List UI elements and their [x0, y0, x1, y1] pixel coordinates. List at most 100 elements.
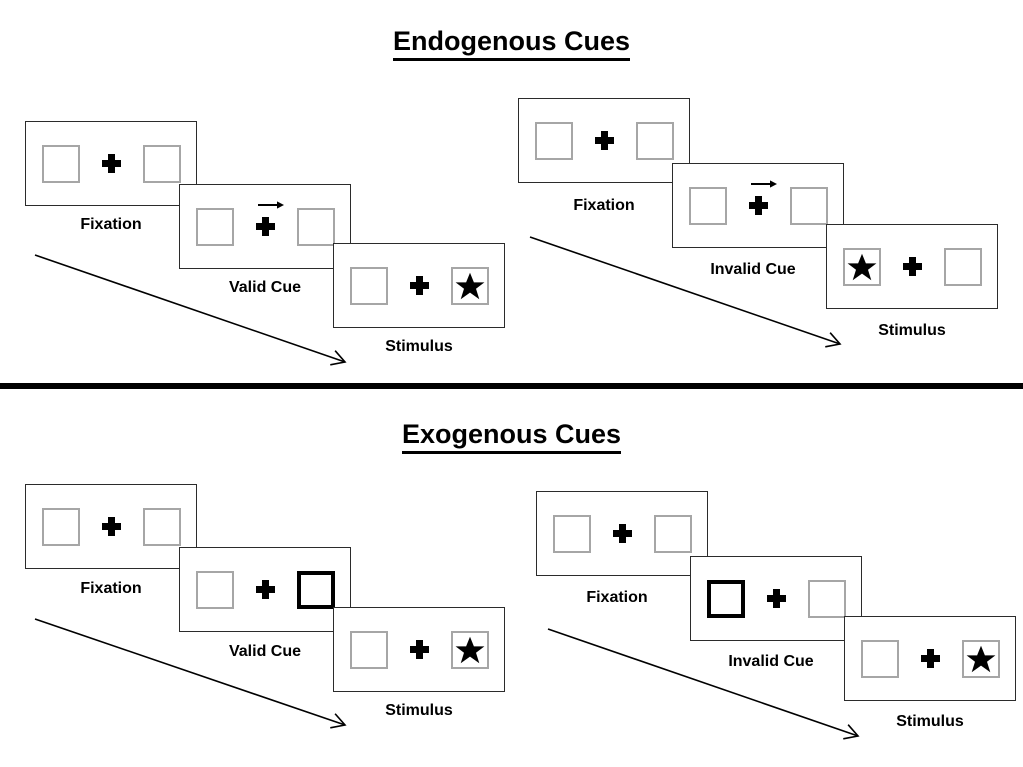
trial-panel-exo-valid-cue[interactable]	[179, 547, 351, 632]
trial-panel-endo-valid-fixation[interactable]	[25, 121, 197, 206]
fixation-centre	[101, 154, 121, 173]
trial-panel-content	[673, 164, 843, 247]
trial-panel-content	[180, 548, 350, 631]
plus-icon	[409, 276, 429, 295]
stimulus-box-right[interactable]	[142, 507, 181, 546]
fixation-centre	[409, 276, 429, 295]
panel-label-exo-invalid-cue: Invalid Cue	[728, 653, 814, 670]
section-title-endogenous: Endogenous Cues	[0, 26, 1023, 61]
panel-label-exo-valid-fixation: Fixation	[80, 580, 142, 597]
trial-panel-exo-valid-stimulus[interactable]	[333, 607, 505, 692]
section-title-exogenous: Exogenous Cues	[0, 419, 1023, 454]
trial-panel-endo-invalid-cue[interactable]	[672, 163, 844, 248]
stimulus-box-left[interactable]	[860, 639, 899, 678]
spacer	[632, 533, 654, 534]
fixation-centre	[748, 180, 777, 215]
panel-label-endo-invalid-cue: Invalid Cue	[710, 261, 796, 278]
plus-icon	[409, 640, 429, 659]
trial-panel-content	[519, 99, 689, 182]
stimulus-box-right[interactable]	[450, 630, 489, 669]
spacer	[121, 526, 143, 527]
spacer	[275, 589, 297, 590]
spacer	[591, 533, 613, 534]
stimulus-box-right[interactable]	[450, 266, 489, 305]
display-row	[349, 266, 489, 305]
trial-panel-exo-valid-fixation[interactable]	[25, 484, 197, 569]
panel-label-endo-valid-cue: Valid Cue	[228, 279, 302, 296]
display-row	[842, 247, 982, 286]
plus-icon	[594, 131, 614, 150]
plus-icon	[101, 154, 121, 173]
trial-panel-content	[691, 557, 861, 640]
fixation-centre	[594, 131, 614, 150]
trial-panel-content	[26, 122, 196, 205]
stimulus-box-right[interactable]	[296, 207, 335, 246]
star-icon	[455, 272, 484, 299]
stimulus-box-right[interactable]	[961, 639, 1000, 678]
stimulus-box-left[interactable]	[534, 121, 573, 160]
stimulus-box-right[interactable]	[653, 514, 692, 553]
fixation-centre	[101, 517, 121, 536]
stimulus-box-left[interactable]	[842, 247, 881, 286]
spacer	[614, 140, 636, 141]
section-title-endogenous-text: Endogenous Cues	[392, 26, 630, 61]
trial-panel-endo-invalid-fixation[interactable]	[518, 98, 690, 183]
display-row	[860, 639, 1000, 678]
trial-panel-endo-invalid-stimulus[interactable]	[826, 224, 998, 309]
display-row	[688, 180, 828, 225]
trial-panel-exo-invalid-fixation[interactable]	[536, 491, 708, 576]
spacer	[80, 526, 102, 527]
stimulus-box-left[interactable]	[41, 144, 80, 183]
display-row	[349, 630, 489, 669]
trial-panel-content	[26, 485, 196, 568]
display-row	[706, 579, 846, 618]
spacer	[388, 285, 410, 286]
fixation-centre	[255, 580, 275, 599]
stimulus-box-right[interactable]	[807, 579, 846, 618]
star-icon	[847, 253, 876, 280]
stimulus-box-right[interactable]	[142, 144, 181, 183]
arrow-right-icon	[750, 180, 777, 188]
trial-panel-content	[334, 244, 504, 327]
trial-panel-endo-valid-cue[interactable]	[179, 184, 351, 269]
display-row	[195, 570, 335, 609]
display-row	[41, 144, 181, 183]
fixation-centre	[612, 524, 632, 543]
stimulus-box-left[interactable]	[41, 507, 80, 546]
spacer	[388, 649, 410, 650]
stimulus-box-right[interactable]	[943, 247, 982, 286]
fixation-centre	[766, 589, 786, 608]
trial-panel-content	[334, 608, 504, 691]
trial-panel-exo-invalid-stimulus[interactable]	[844, 616, 1016, 701]
stimulus-box-left[interactable]	[688, 186, 727, 225]
stimulus-box-left[interactable]	[349, 266, 388, 305]
stimulus-box-right[interactable]	[635, 121, 674, 160]
spacer	[745, 598, 767, 599]
panel-label-exo-valid-stimulus: Stimulus	[385, 702, 453, 719]
trial-panel-content	[537, 492, 707, 575]
plus-icon	[920, 649, 940, 668]
spacer	[234, 226, 256, 227]
stimulus-box-left[interactable]	[195, 570, 234, 609]
stimulus-box-right[interactable]	[789, 186, 828, 225]
panel-label-endo-invalid-fixation: Fixation	[573, 197, 635, 214]
spacer	[768, 205, 790, 206]
display-row	[195, 201, 335, 246]
plus-icon	[748, 196, 768, 215]
stimulus-box-left[interactable]	[706, 579, 745, 618]
trial-panel-endo-valid-stimulus[interactable]	[333, 243, 505, 328]
stimulus-box-left[interactable]	[552, 514, 591, 553]
panel-label-endo-valid-fixation: Fixation	[80, 216, 142, 233]
plus-icon	[902, 257, 922, 276]
stimulus-box-left[interactable]	[349, 630, 388, 669]
panel-label-exo-invalid-fixation: Fixation	[586, 589, 648, 606]
spacer	[121, 163, 143, 164]
spacer	[899, 658, 921, 659]
spacer	[429, 649, 451, 650]
display-row	[552, 514, 692, 553]
display-row	[534, 121, 674, 160]
stimulus-box-left[interactable]	[195, 207, 234, 246]
stimulus-box-right[interactable]	[296, 570, 335, 609]
trial-panel-exo-invalid-cue[interactable]	[690, 556, 862, 641]
